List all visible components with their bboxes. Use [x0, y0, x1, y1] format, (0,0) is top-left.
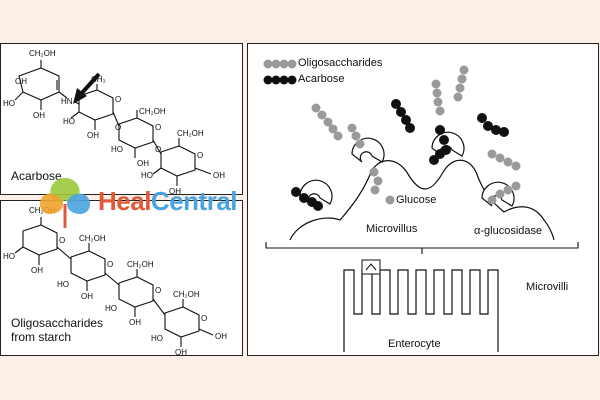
chem-label: CH₂OH	[79, 234, 106, 243]
chem-label: CH₂OH	[177, 129, 204, 138]
wordmark-heal: Heal	[98, 186, 151, 216]
membrane-outline	[289, 159, 555, 241]
chem-label: OH	[213, 171, 225, 180]
chem-label: CH₃	[91, 75, 106, 84]
chem-label: OH	[31, 266, 43, 275]
chem-label: HO	[105, 304, 117, 313]
chem-label: OH	[169, 187, 181, 196]
chem-label: OH	[15, 77, 27, 86]
leaf-logo-icon	[40, 178, 90, 228]
chem-label: O	[197, 151, 203, 160]
legend-oligosaccharides-dots	[263, 59, 297, 69]
microvillus-bracket	[265, 242, 579, 254]
chem-label: OH	[87, 131, 99, 140]
microvillus-label: Microvillus	[366, 223, 418, 235]
legend-oligosaccharides-label: Oligosaccharides	[298, 57, 383, 69]
mechanism-panel: Oligosaccharides Acarbose Glucose Microv…	[247, 43, 599, 356]
chem-label: O	[155, 123, 161, 132]
acarbose-chains	[291, 99, 509, 211]
zoom-box	[361, 259, 381, 275]
chem-label: OH	[175, 348, 187, 357]
healcentral-watermark: HealCentral	[32, 170, 282, 230]
chem-label: O	[115, 95, 121, 104]
acarbose-panel: CH₂OH HO OH OH HN CH₃ O HO OH O CH₂OH O …	[0, 43, 243, 196]
chem-label: HO	[141, 171, 153, 180]
chem-label: OH	[129, 318, 141, 327]
chem-label: CH₂OH	[173, 290, 200, 299]
chem-label: O	[201, 314, 207, 323]
wordmark-central: Central	[150, 186, 238, 216]
chem-label: HO	[57, 280, 69, 289]
oligosaccharides-panel: CH₂OH O HO OH CH₂OH O HO OH CH₂OH O HO O…	[0, 200, 243, 357]
chem-label: O	[115, 123, 121, 132]
chem-label: HO	[3, 252, 15, 261]
chem-label: O	[59, 236, 65, 245]
mechanism-diagram	[263, 59, 579, 352]
chem-label: HO	[111, 145, 123, 154]
pointer-arrow	[73, 72, 101, 104]
chem-label: CH₂OH	[139, 107, 166, 116]
chem-label: OH	[215, 332, 227, 341]
chem-label: HO	[151, 334, 163, 343]
chem-label: HO	[3, 99, 15, 108]
oligosaccharides-label-line1: Oligosaccharides	[11, 316, 104, 330]
legend-acarbose-label: Acarbose	[298, 73, 345, 85]
chem-label: O	[155, 286, 161, 295]
glucose-label: Glucose	[396, 194, 437, 206]
chem-label: HO	[63, 117, 75, 126]
microvilli-label: Microvilli	[526, 281, 569, 293]
chem-label: CH₂OH	[29, 49, 56, 58]
healcentral-wordmark: HealCentral	[98, 186, 238, 217]
alpha-glucosidase-label: α-glucosidase	[474, 225, 543, 237]
chem-label: HN	[61, 97, 73, 106]
chem-label: OH	[137, 159, 149, 168]
chem-label: CH₂OH	[127, 260, 154, 269]
chem-label: O	[107, 260, 113, 269]
acarbose-structure: CH₂OH HO OH OH HN CH₃ O HO OH O CH₂OH O …	[3, 49, 225, 196]
oligosaccharide-chains	[311, 65, 521, 205]
glucose-dot	[385, 195, 395, 205]
chem-label: O	[155, 145, 161, 154]
acarbose-label: Acarbose	[11, 169, 62, 183]
legend-acarbose-dots	[263, 75, 297, 85]
chem-label: OH	[81, 292, 93, 301]
enterocyte-label: Enterocyte	[388, 338, 441, 350]
oligosaccharides-label-line2: from starch	[11, 330, 72, 344]
chem-label: OH	[33, 111, 45, 120]
